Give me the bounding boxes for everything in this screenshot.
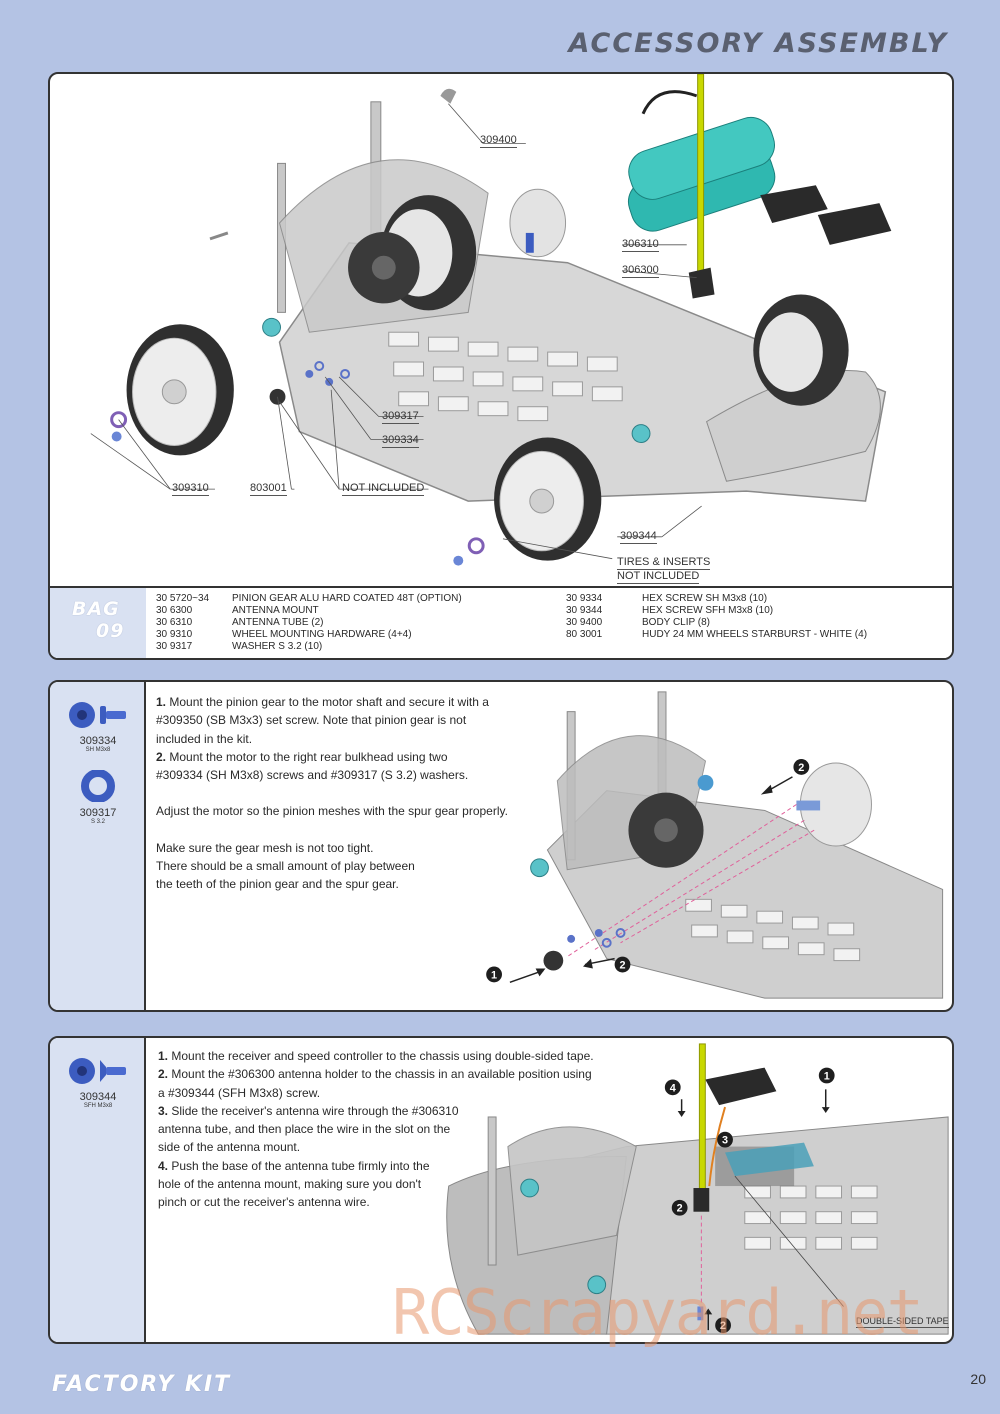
double-sided-tape-graphic [725,1142,814,1177]
part-309334: 309334 SH M3x8 [50,700,146,753]
step-marker-1: 1 [491,969,497,981]
hardware-sidebar: 309344 SFH M3x8 [50,1038,146,1342]
part-309344: 309344 SFH M3x8 [50,1056,146,1109]
step-marker-2: 2 [619,960,625,972]
step-marker-2: 2 [677,1203,683,1215]
washer-icon [81,769,115,803]
bag-word: BAG [72,598,120,620]
instructions: 1. Mount the pinion gear to the motor sh… [156,695,508,892]
overview-illustration [90,74,892,566]
hex-screw-icon [69,702,126,728]
callout-309317: 309317 [382,410,419,424]
mesh-note: Make sure the gear mesh is not too tight… [156,840,374,855]
step-marker-3: 3 [722,1135,728,1147]
part-309317: 309317 S 3.2 [50,769,146,825]
page-title: ACCESSORY ASSEMBLY [568,28,948,59]
page-number: 20 [970,1371,986,1387]
callout-309334: 309334 [382,434,419,448]
callout-tires-not-included: NOT INCLUDED [617,570,700,584]
factory-kit-logo: FACTORY KIT [52,1372,232,1397]
callout-tires-inserts: TIRES & INSERTS [617,556,711,570]
overview-panel: 309400 306310 306300 309317 309334 30931… [48,72,954,660]
watermark: RCScrapyard.net [392,1276,924,1349]
motor-graphic [509,188,567,258]
step-marker-1: 1 [824,1070,830,1082]
bag-number: 09 [96,620,125,642]
bag-label: BAG 09 [50,588,146,658]
callout-306300: 306300 [622,264,659,278]
callout-309310: 309310 [172,482,209,496]
callout-803001: 803001 [250,482,287,496]
instructions: 1. Mount the receiver and speed controll… [158,1049,594,1210]
flat-head-screw-icon [69,1058,126,1084]
callout-not-included: NOT INCLUDED [342,482,425,496]
hardware-sidebar: 309334 SH M3x8 309317 S 3.2 [50,682,146,1010]
step-marker-2: 2 [798,762,804,774]
callout-309344: 309344 [620,530,657,544]
adjust-note: Adjust the motor so the pinion meshes wi… [156,804,508,819]
tape-label: DOUBLE-SIDED TAPE [856,1316,949,1328]
motor-graphic [796,762,872,847]
callout-306310: 306310 [622,238,659,252]
step-marker-4: 4 [670,1082,676,1094]
callout-309400: 309400 [480,134,517,148]
step-motor-panel: 309334 SH M3x8 309317 S 3.2 1. Mount the… [48,680,954,1012]
